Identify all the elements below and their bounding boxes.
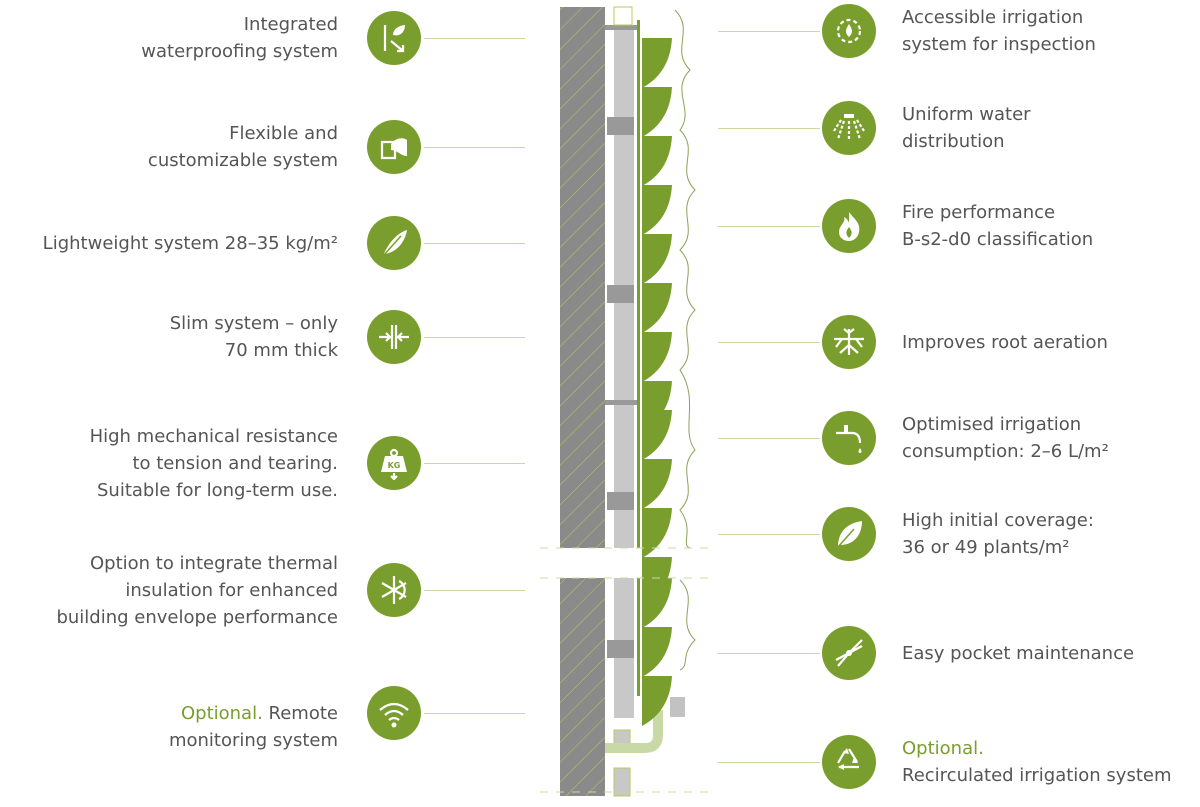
feature-text: High initial coverage:: [902, 510, 1094, 531]
feature-text: B-s2-d0 classification: [902, 229, 1094, 250]
leader-line: [718, 226, 820, 227]
wall-upper: [560, 7, 605, 796]
feature-text: Improves root aeration: [902, 331, 1108, 353]
feature-label: Improves root aeration: [902, 329, 1108, 356]
feature-text: customizable system: [147, 150, 338, 171]
feature-label: High initial coverage: 36 or 49 plants/m²: [902, 507, 1094, 561]
snowflake-sun-icon: [367, 563, 421, 617]
plant-pocket: [642, 136, 672, 186]
feature-text: Accessible irrigation: [902, 7, 1084, 28]
plant-pocket: [642, 459, 672, 509]
feather-icon: [367, 216, 421, 270]
leader-line: [424, 147, 525, 148]
leader-line: [718, 653, 820, 654]
feature-text: 36 or 49 plants/m²: [902, 537, 1070, 558]
roots-icon: [822, 315, 876, 369]
flexible-icon: [367, 120, 421, 174]
leader-line: [718, 438, 820, 439]
weight-kg-icon: KG: [367, 436, 421, 490]
leader-line: [718, 534, 820, 535]
leader-line: [718, 128, 820, 129]
feature-text: Recirculated irrigation system: [902, 765, 1172, 786]
leader-line: [424, 38, 525, 39]
feature-label: High mechanical resistance to tension and…: [90, 423, 338, 504]
plant-pocket: [642, 234, 672, 284]
foliage-outline: [674, 9, 696, 671]
feature-label: Flexible and customizable system: [148, 120, 338, 174]
feature-text: Suitable for long-term use.: [96, 479, 338, 501]
fire-icon: [822, 199, 876, 253]
pruning-shears-icon: [822, 626, 876, 680]
slim-arrows-icon: [367, 310, 421, 364]
gear-drop-icon: [822, 4, 876, 58]
waterproofing-icon: [367, 11, 421, 65]
plant-pocket: [642, 578, 672, 628]
plant-pocket: [642, 283, 672, 333]
feature-label: Optional. Remote monitoring system: [169, 700, 338, 754]
plant-pocket: [642, 410, 672, 460]
sprinkler-icon: [822, 101, 876, 155]
plant-pocket: [642, 332, 672, 382]
break-lines: [540, 547, 710, 793]
feature-text: consumption: 2–6 L/m²: [902, 441, 1109, 462]
feature-text: Easy pocket maintenance: [902, 642, 1135, 664]
leader-line: [424, 463, 525, 464]
feature-label: Lightweight system 28–35 kg/m²: [43, 230, 338, 257]
feature-text: Integrated: [243, 14, 338, 35]
plant-pocket: [642, 185, 672, 235]
leader-line: [424, 590, 525, 591]
feature-text: Fire performance: [902, 202, 1056, 223]
feature-text: distribution: [902, 131, 1005, 152]
feature-text: waterproofing system: [141, 41, 338, 62]
leader-line: [424, 713, 525, 714]
leader-line: [718, 31, 820, 32]
feature-text: Slim system – only: [169, 313, 338, 334]
feature-text: High mechanical resistance: [89, 425, 338, 447]
plant-pockets: [637, 20, 640, 696]
feature-text: system for inspection: [902, 34, 1096, 55]
feature-text: Option to integrate thermal: [89, 552, 338, 574]
feature-text: to tension and tearing.: [132, 452, 338, 474]
feature-label: Integrated waterproofing system: [141, 11, 338, 65]
wifi-icon: [367, 686, 421, 740]
feature-label: Optimised irrigation consumption: 2–6 L/m…: [902, 411, 1109, 465]
plant-pocket: [642, 676, 672, 726]
green-wall-section-diagram: [540, 6, 710, 797]
plant-pocket: [642, 87, 672, 137]
feature-label: Option to integrate thermal insulation fo…: [56, 550, 338, 631]
feature-text: Lightweight system 28–35 kg/m²: [42, 232, 338, 254]
feature-text: 70 mm thick: [224, 340, 338, 361]
faucet-icon: [822, 411, 876, 465]
optional-tag: Optional.: [902, 738, 984, 759]
optional-tag: Optional.: [180, 702, 263, 724]
feature-label: Accessible irrigation system for inspecti…: [902, 4, 1096, 58]
leader-line: [424, 337, 525, 338]
plant-pocket: [642, 627, 672, 677]
feature-label: Uniform water distribution: [902, 101, 1031, 155]
feature-label: Slim system – only 70 mm thick: [170, 310, 338, 364]
plant-pocket: [642, 508, 672, 558]
feature-text: building envelope performance: [56, 606, 338, 628]
plant-pocket: [642, 38, 672, 88]
feature-text: monitoring system: [168, 729, 338, 751]
leaf-icon: [822, 507, 876, 561]
feature-text: insulation for enhanced: [125, 579, 338, 601]
feature-text: Flexible and: [229, 123, 338, 144]
leader-line: [424, 243, 525, 244]
recycle-icon: [822, 735, 876, 789]
feature-text: Remote: [262, 702, 338, 724]
frame-profiles: [605, 6, 685, 797]
feature-text: Optimised irrigation: [902, 414, 1082, 435]
leader-line: [718, 342, 820, 343]
feature-label: Optional. Recirculated irrigation system: [902, 735, 1172, 789]
feature-text: Uniform water: [902, 104, 1031, 125]
svg-text:KG: KG: [388, 461, 401, 470]
feature-label: Easy pocket maintenance: [902, 640, 1134, 667]
leader-line: [718, 762, 820, 763]
